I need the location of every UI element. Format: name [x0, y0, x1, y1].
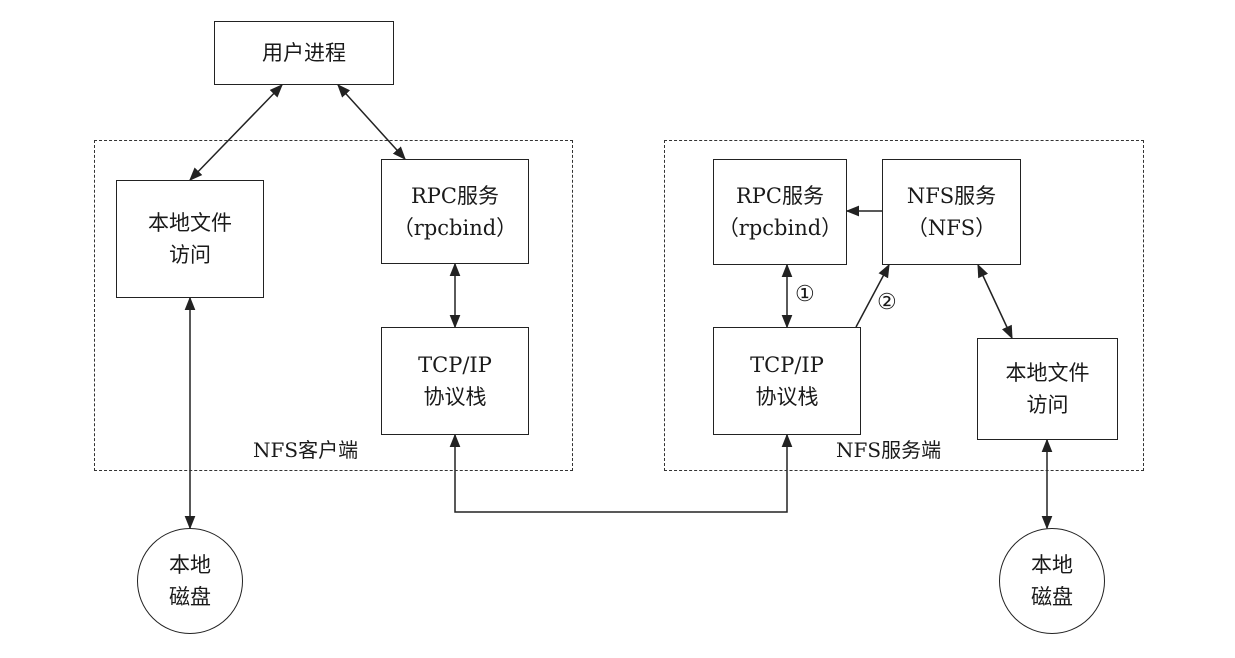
arrow-user-to-client-file-access: [189, 84, 283, 181]
server-rpc-service-line1: RPC服务: [735, 184, 824, 208]
server-tcpip-stack-line2: 协议栈: [755, 385, 819, 409]
step-marker-2: ②: [877, 290, 897, 315]
client-tcpip-stack-line1: TCP/IP: [418, 353, 492, 377]
client-local-file-access-line2: 访问: [169, 243, 211, 267]
server-nfs-service-line1: NFS服务: [906, 184, 997, 208]
client-tcpip-stack-line2: 协议栈: [423, 385, 487, 409]
client-rpc-service-line1: RPC服务: [410, 183, 499, 208]
client-rpc-service-box: RPC服务 （rpcbind）: [381, 159, 529, 264]
client-local-disk: 本地 磁盘: [137, 528, 243, 634]
arrow-server-tcpip-to-nfs: [855, 263, 890, 328]
server-local-file-access-line1: 本地文件: [1005, 361, 1090, 385]
client-local-file-access-box: 本地文件 访问: [116, 180, 264, 298]
server-local-disk-line1: 本地: [1031, 553, 1073, 577]
server-tcpip-stack-box: TCP/IP 协议栈: [713, 327, 861, 435]
nfs-server-region: [664, 140, 1144, 471]
user-process-label: 用户进程: [262, 41, 346, 65]
nfs-client-label: NFS客户端: [253, 438, 359, 462]
step-marker-1: ①: [795, 282, 815, 307]
server-rpc-service-box: RPC服务 （rpcbind）: [713, 159, 847, 265]
arrow-user-to-client-rpc: [337, 83, 406, 161]
server-local-file-access-line2: 访问: [1026, 393, 1069, 417]
server-nfs-service-box: NFS服务 （NFS）: [882, 159, 1021, 265]
nfs-server-label: NFS服务端: [836, 438, 942, 462]
server-tcpip-stack-line1: TCP/IP: [750, 353, 824, 377]
user-process-box: 用户进程: [214, 21, 394, 85]
server-local-disk: 本地 磁盘: [999, 528, 1105, 634]
nfs-client-region: [94, 140, 573, 471]
client-local-file-access-line1: 本地文件: [148, 211, 232, 235]
client-rpc-service-line2: （rpcbind）: [392, 215, 518, 240]
network-link-client-server: [449, 433, 793, 513]
client-tcpip-stack-box: TCP/IP 协议栈: [381, 327, 529, 435]
arrow-nfs-to-server-file-access: [977, 263, 1013, 340]
server-nfs-service-line2: （NFS）: [906, 216, 997, 240]
server-local-disk-line2: 磁盘: [1031, 585, 1073, 609]
client-local-disk-line1: 本地: [169, 553, 211, 577]
client-local-disk-line2: 磁盘: [169, 585, 211, 609]
server-rpc-service-line2: （rpcbind）: [717, 216, 843, 240]
server-local-file-access-box: 本地文件 访问: [977, 338, 1118, 440]
